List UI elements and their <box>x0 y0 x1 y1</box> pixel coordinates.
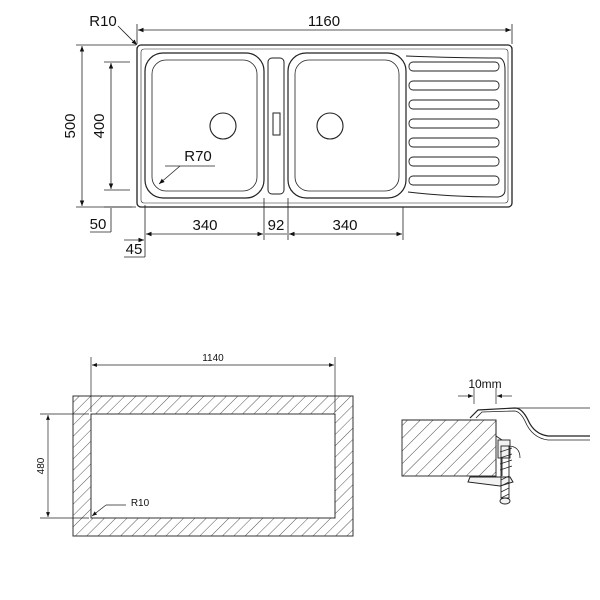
right-bowl <box>287 52 407 199</box>
overflow-slot <box>272 112 281 136</box>
drainer-groove <box>408 156 500 167</box>
bowl2-width-label: 340 <box>332 217 357 234</box>
drainer-groove <box>408 137 500 148</box>
dimension-side-margin: 45 <box>124 205 146 258</box>
bowl-radius-label: R70 <box>184 148 212 165</box>
corner-radius-label: R10 <box>89 13 117 30</box>
dimension-bowl-widths: 340 92 340 <box>146 198 404 240</box>
front-margin-label: 50 <box>90 216 107 233</box>
cutout-plan-view: 1140 480 R10 <box>36 353 354 537</box>
cutout-depth-label: 480 <box>36 457 47 474</box>
dimension-front-margin: 50 <box>90 206 132 233</box>
dimension-cutout-radius: R10 <box>91 498 150 517</box>
dimension-cutout-depth: 480 <box>36 413 89 519</box>
bowl-divider <box>267 57 285 195</box>
dimension-cutout-width: 1140 <box>90 353 336 412</box>
overall-width-label: 1160 <box>308 13 340 30</box>
drainer-groove <box>408 99 500 110</box>
dimension-bowl-radius: R70 <box>158 148 215 185</box>
right-drain-hole <box>316 112 344 140</box>
sink-plan-view: 1160 R10 500 400 R70 <box>62 13 513 258</box>
left-bowl <box>144 52 265 199</box>
overall-depth-label: 500 <box>62 113 79 138</box>
divider-width-label: 92 <box>268 217 285 234</box>
side-margin-label: 45 <box>126 241 143 258</box>
bowl-depth-label: 400 <box>91 113 108 138</box>
sink-inner-rim <box>140 48 509 204</box>
mounting-detail-view: 10mm <box>401 377 590 505</box>
drainer-groove <box>408 175 500 186</box>
drainer-groove <box>408 118 500 129</box>
lip-width-label: 10mm <box>468 377 501 391</box>
cutout-radius-label: R10 <box>131 498 150 509</box>
clamp-screw-head <box>499 497 511 505</box>
left-drain-hole <box>209 112 237 140</box>
drainer-groove <box>408 61 500 72</box>
cutout-width-label: 1140 <box>202 353 224 364</box>
drainer-board <box>405 55 506 198</box>
dimension-corner-radius: R10 <box>89 13 138 46</box>
mounting-clamp <box>467 439 521 505</box>
bowl1-width-label: 340 <box>192 217 217 234</box>
countertop-section <box>401 419 497 477</box>
sink-outline <box>136 44 513 208</box>
dimension-overall-width: 1160 <box>136 13 513 44</box>
drainer-groove <box>408 80 500 91</box>
dimension-lip-width: 10mm <box>458 377 512 404</box>
cutout-opening <box>90 413 336 519</box>
dimension-bowl-depth: 400 <box>91 61 130 191</box>
